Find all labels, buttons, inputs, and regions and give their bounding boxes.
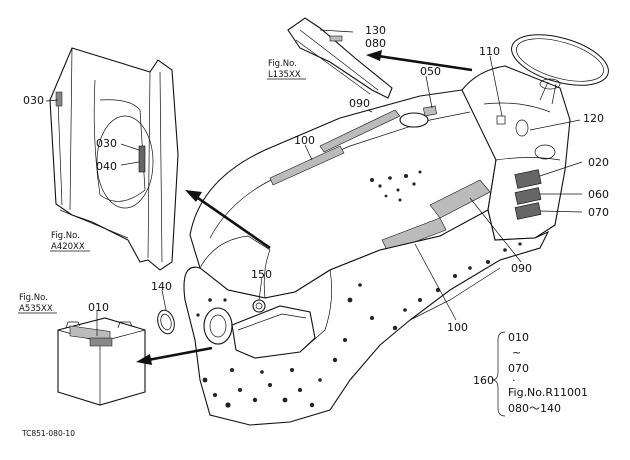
label-160: 160 — [473, 374, 494, 387]
label-010: 010 — [88, 301, 109, 314]
label-030-left: 030 — [23, 94, 44, 107]
cap-140 — [157, 309, 175, 335]
decal-100-side — [381, 217, 447, 253]
label-100-top: 100 — [294, 134, 315, 147]
label-150: 150 — [251, 268, 272, 281]
kit-ref: Fig.No.R11001 — [508, 386, 588, 399]
kit-range: 080～140 — [508, 402, 561, 415]
label-110: 110 — [479, 45, 500, 58]
part-110-knob — [496, 115, 506, 125]
decal-060 — [514, 187, 542, 205]
emblem-150 — [252, 299, 266, 313]
label-090-top: 090 — [349, 97, 370, 110]
fan-shroud-panel — [49, 47, 179, 271]
decal-010 — [89, 337, 113, 347]
steering-wheel — [511, 34, 609, 105]
mud-splatter-side — [196, 242, 522, 408]
front-nose — [183, 209, 550, 426]
decal-100-top — [269, 145, 345, 186]
drawing-code: TC851-080-10 — [21, 429, 75, 438]
decal-030-left — [55, 91, 63, 107]
label-060: 060 — [588, 188, 609, 201]
kit-end: 070 — [508, 362, 529, 375]
fig-ref-hood-panel-line1: Fig.No. — [268, 59, 297, 69]
label-080-top: 080 — [365, 37, 386, 50]
fig-ref-battery-line2: A535XX — [19, 304, 53, 314]
hood-side-panel — [287, 17, 393, 99]
decal-020 — [514, 169, 542, 189]
label-090-side: 090 — [511, 262, 532, 275]
label-020: 020 — [588, 156, 609, 169]
mud-splatter-top — [370, 170, 422, 202]
fuel-cap — [399, 112, 429, 128]
battery — [57, 317, 146, 406]
label-040: 040 — [96, 160, 117, 173]
arrows — [136, 50, 473, 365]
part-labels: 030 030 040 130 080 050 090 100 110 120 … — [23, 24, 609, 387]
label-120: 120 — [583, 112, 604, 125]
label-070: 070 — [588, 206, 609, 219]
label-100-side: 100 — [447, 321, 468, 334]
label-130: 130 — [365, 24, 386, 37]
figure-refs: Fig.No. A420XX Fig.No. L135XX Fig.No. A5… — [18, 59, 306, 314]
fig-ref-fan-shroud-line2: A420XX — [51, 242, 85, 252]
fig-ref-battery-line1: Fig.No. — [19, 293, 48, 303]
decal-070 — [514, 202, 542, 220]
decal-130 — [329, 35, 343, 42]
decal-030-040 — [138, 145, 146, 173]
decal-050 — [423, 105, 437, 117]
kit-tilde: ~ — [512, 346, 521, 359]
kit-start: 010 — [508, 331, 529, 344]
kit-list: 010 ~ 070 · Fig.No.R11001 080～140 — [491, 331, 588, 417]
label-140: 140 — [151, 280, 172, 293]
fig-ref-hood-panel-line2: L135XX — [268, 70, 301, 80]
label-030-inner: 030 — [96, 137, 117, 150]
decal-090-side — [429, 179, 491, 219]
leader-lines — [45, 29, 583, 336]
fig-ref-fan-shroud-line1: Fig.No. — [51, 231, 80, 241]
decal-090-top — [319, 109, 401, 153]
kit-bullet: · — [512, 374, 516, 387]
label-050: 050 — [420, 65, 441, 78]
